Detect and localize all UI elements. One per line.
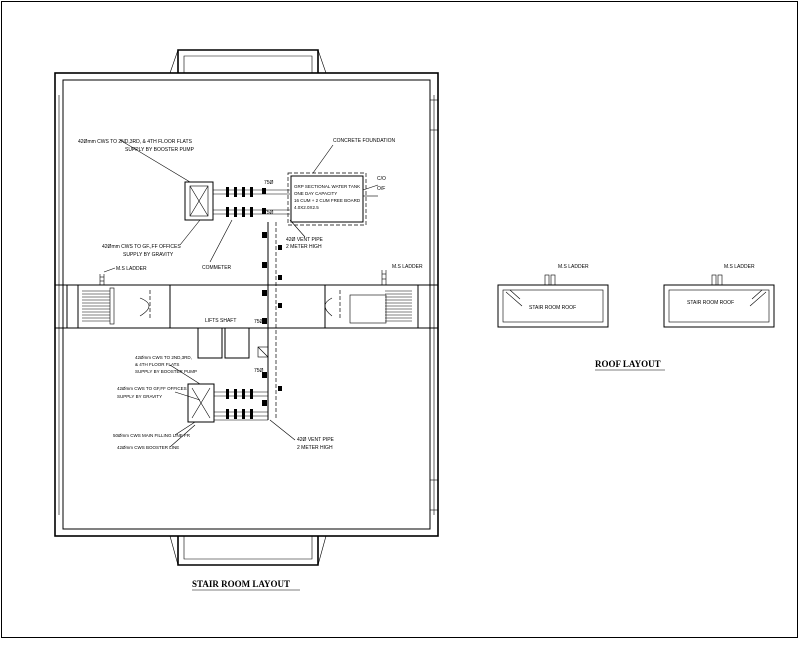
label-cws-gf-2: SUPPLY BY GRAVITY <box>123 252 174 258</box>
label-vent-top-2: 2 METER HIGH <box>286 244 322 250</box>
upper-booster-box <box>184 181 214 221</box>
stair-room-layout-title: STAIR ROOM LAYOUT <box>192 579 290 589</box>
left-stair-room <box>77 284 171 329</box>
label-booster-line: 42Ømm CWS BOOSTER LINE <box>117 445 179 450</box>
label-lifts-shaft: LIFTS SHAFT <box>205 318 236 324</box>
top-projection <box>177 49 319 73</box>
label-roof-ms-ladder-2: M.S LADDER <box>724 264 755 270</box>
labels: 42Ømm CWS TO 2ND,3RD, & 4TH FLOOR FLATS … <box>78 138 755 591</box>
top-projection-inner <box>183 55 313 73</box>
roof-left-inner <box>502 289 604 323</box>
bottom-projection-inner <box>183 536 313 560</box>
building-outline <box>54 49 439 566</box>
right-stair <box>324 270 439 329</box>
label-concrete-foundation: CONCRETE FOUNDATION <box>333 138 396 144</box>
label-75-b: 75Ø <box>264 210 274 216</box>
roof-right-inner <box>668 289 770 323</box>
label-stair-room-roof-2: STAIR ROOM ROOF <box>687 300 734 306</box>
label-vent-top-1: 42Ø VENT PIPE <box>286 237 324 243</box>
lower-valves <box>226 389 253 419</box>
left-stair-treads <box>82 290 110 322</box>
label-tank-1: GRP SECTIONAL WATER TANK <box>294 184 360 189</box>
right-stair-room <box>324 284 419 329</box>
lower-manifold-pipes <box>214 391 268 421</box>
label-75-a: 75Ø <box>264 180 274 186</box>
right-notch-top <box>429 99 439 131</box>
riser-fittings <box>262 232 282 406</box>
left-stair <box>54 267 171 329</box>
lift-shaft <box>197 327 250 359</box>
roof-layout <box>497 274 775 328</box>
label-commeter: COMMETER <box>202 265 232 271</box>
label-75-d: 75Ø <box>254 368 264 374</box>
label-tank-4: 4.0X2.0X2.5 <box>294 205 319 210</box>
label-tank-2: ONE DAY CAPACITY <box>294 191 337 196</box>
upper-plumbing <box>119 139 379 263</box>
label-roof-ms-ladder-1: M.S LADDER <box>558 264 589 270</box>
label-ms-ladder-right: M.S LADDER <box>392 264 423 270</box>
concrete-foundation <box>287 172 367 226</box>
label-tank-3: 16 CUM + 2 CUM FREE BOARD <box>294 198 361 203</box>
roof-right-outer <box>663 284 775 328</box>
label-cws-upper-top: 42Ømm CWS TO 2ND,3RD, & 4TH FLOOR FLATS <box>78 139 193 145</box>
label-cws-lower-1: 42Ømm CWS TO 2ND,3RD, <box>135 355 192 360</box>
label-vent-bot-2: 2 METER HIGH <box>297 445 333 451</box>
right-notch-bottom <box>429 479 439 511</box>
lower-plumbing <box>169 364 296 448</box>
right-stair-treads <box>385 290 412 322</box>
upper-valves <box>226 187 266 217</box>
label-supply-booster-top: SUPPLY BY BOOSTER PUMP <box>125 147 195 153</box>
label-cws-lower-2: & 4TH FLOOR FLATS <box>135 362 179 367</box>
bottom-projection <box>177 536 319 566</box>
label-co: C/O <box>377 176 386 182</box>
inner-wall <box>62 79 431 530</box>
label-main-filling: 50Ømm CWS MAIN FILLING LINE FR <box>113 433 191 438</box>
label-cws-lower-5: SUPPLY BY GRAVITY <box>117 394 162 399</box>
water-tank <box>290 175 364 223</box>
label-ms-ladder-left: M.S LADDER <box>116 266 147 272</box>
label-75-c: 75Ø <box>254 319 264 325</box>
roof-layout-title: ROOF LAYOUT <box>595 359 661 369</box>
label-cws-lower-3: SUPPLY BY BOOSTER PUMP <box>135 369 197 374</box>
vertical-riser <box>257 222 282 420</box>
label-cws-lower-4: 42Ømm CWS TO GF,FF OFFICES <box>117 386 187 391</box>
label-of: O/F <box>377 186 385 192</box>
label-cws-gf-1: 42Ømm CWS TO GF.,FF OFFICES <box>102 244 181 250</box>
lower-booster-box <box>187 383 215 423</box>
label-stair-room-roof-1: STAIR ROOM ROOF <box>529 305 576 311</box>
label-vent-bot-1: 42Ø VENT PIPE <box>297 437 335 443</box>
